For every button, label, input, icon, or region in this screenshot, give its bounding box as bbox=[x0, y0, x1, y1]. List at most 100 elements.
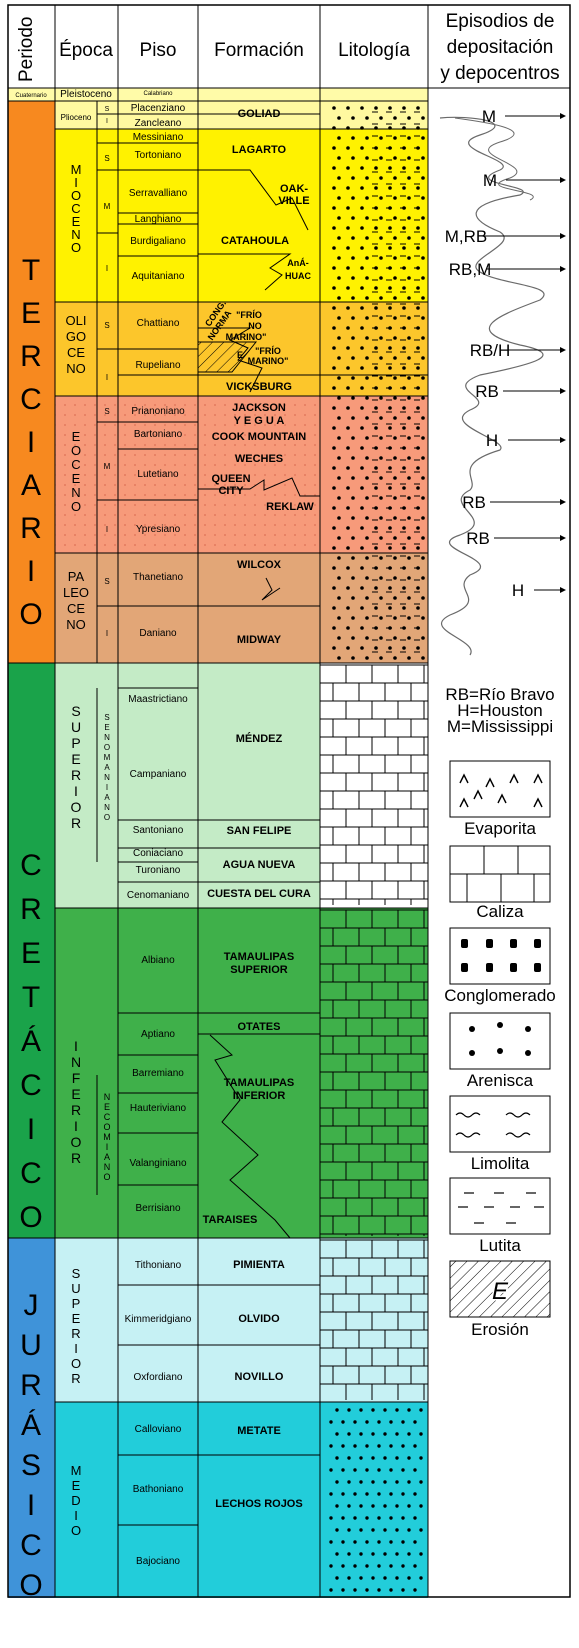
sand-grain bbox=[338, 397, 341, 400]
red-bed-grain bbox=[420, 1457, 422, 1459]
formation-label: VICKSBURG bbox=[226, 381, 292, 393]
legend-arenisca-label: Arenisca bbox=[467, 1071, 534, 1090]
formation-label: LAGARTO bbox=[232, 144, 287, 156]
subepoch-s: S bbox=[105, 106, 110, 113]
red-bed-grain bbox=[366, 1589, 368, 1591]
sand-grain bbox=[408, 137, 411, 140]
sand-grain bbox=[389, 527, 392, 530]
subepoch-s: S bbox=[104, 154, 109, 163]
epoch-jur-medio-char: M bbox=[71, 1463, 82, 1478]
stratigraphic-column-diagram: Periodo Época Piso Formación Litología E… bbox=[0, 0, 579, 1598]
sand-grain bbox=[380, 177, 383, 180]
subepoch-senomaniano-char: M bbox=[104, 753, 111, 762]
piso-label: Tortoniano bbox=[135, 150, 182, 161]
legend-lutita-label: Lutita bbox=[479, 1236, 521, 1255]
epoch-cret-inferior-char: F bbox=[72, 1070, 81, 1086]
epoch-paleoceno-3: CE bbox=[67, 601, 85, 616]
sand-grain bbox=[347, 327, 350, 330]
red-bed-grain bbox=[378, 1589, 380, 1591]
sand-grain bbox=[417, 527, 420, 530]
red-bed-grain bbox=[348, 1505, 350, 1507]
sand-grain bbox=[403, 647, 406, 650]
red-bed-grain bbox=[360, 1433, 362, 1435]
sand-grain bbox=[408, 417, 411, 420]
epoch-jur-superior-char: R bbox=[71, 1326, 80, 1341]
sand-grain bbox=[375, 247, 378, 250]
sand-grain bbox=[422, 357, 425, 360]
sand-grain bbox=[394, 257, 397, 260]
sand-grain bbox=[422, 437, 425, 440]
sand-grain bbox=[394, 537, 397, 540]
sand-grain bbox=[366, 337, 369, 340]
red-bed-grain bbox=[348, 1409, 350, 1411]
sand-grain bbox=[338, 557, 341, 560]
subepoch-i: I bbox=[106, 373, 108, 382]
sand-grain bbox=[361, 527, 364, 530]
arrow-head-icon bbox=[560, 233, 566, 239]
red-bed-grain bbox=[354, 1565, 356, 1567]
epoch-mioceno-char: O bbox=[71, 240, 81, 255]
formation-label: E bbox=[237, 350, 243, 360]
sand-grain bbox=[352, 457, 355, 460]
sand-grain bbox=[338, 317, 341, 320]
sand-grain bbox=[408, 577, 411, 580]
sand-grain bbox=[361, 487, 364, 490]
piso-label: Valanginiano bbox=[129, 1158, 187, 1169]
header-episodios-1: Episodios de bbox=[446, 11, 555, 32]
red-bed-grain bbox=[360, 1529, 362, 1531]
period-terciario-char: R bbox=[20, 512, 42, 545]
formation-label: "FRÍO bbox=[255, 346, 281, 356]
sand-grain bbox=[347, 107, 350, 110]
sand-grain bbox=[352, 517, 355, 520]
sand-grain bbox=[375, 307, 378, 310]
sand-grain bbox=[333, 467, 336, 470]
sand-grain bbox=[366, 477, 369, 480]
red-bed-grain bbox=[336, 1577, 338, 1579]
sand-grain bbox=[338, 157, 341, 160]
sand-grain bbox=[366, 297, 369, 300]
formation-label: TARAISES bbox=[203, 1214, 258, 1226]
red-bed-grain bbox=[402, 1421, 404, 1423]
sand-grain bbox=[394, 177, 397, 180]
sand-grain bbox=[338, 257, 341, 260]
formation-label: VILLE bbox=[278, 195, 309, 207]
legend-conglomerado-label: Conglomerado bbox=[444, 986, 556, 1005]
sand-grain bbox=[394, 237, 397, 240]
sand-grain bbox=[422, 317, 425, 320]
piso-label: Bartoniano bbox=[134, 429, 183, 440]
piso-label: Hauteriviano bbox=[130, 1103, 187, 1114]
sand-grain bbox=[333, 587, 336, 590]
sand-grain bbox=[361, 447, 364, 450]
sand-grain bbox=[347, 587, 350, 590]
sand-grain bbox=[417, 467, 420, 470]
red-bed-grain bbox=[366, 1565, 368, 1567]
sand-grain bbox=[380, 517, 383, 520]
epoch-jur-superior-char: S bbox=[72, 1266, 81, 1281]
sand-grain bbox=[422, 257, 425, 260]
sand-grain bbox=[408, 297, 411, 300]
sand-grain bbox=[380, 237, 383, 240]
legend-erosion-mark: E bbox=[492, 1278, 509, 1305]
sand-grain bbox=[408, 317, 411, 320]
period-cretacico-char: R bbox=[20, 893, 42, 926]
legend-limolita-label: Limolita bbox=[471, 1154, 530, 1173]
piso-label: Kimmeridgiano bbox=[125, 1314, 192, 1325]
sand-grain bbox=[408, 217, 411, 220]
sand-grain bbox=[347, 127, 350, 130]
sand-grain bbox=[422, 477, 425, 480]
red-bed-grain bbox=[384, 1433, 386, 1435]
sand-grain bbox=[347, 187, 350, 190]
red-bed-grain bbox=[402, 1469, 404, 1471]
formation-label: QUEEN bbox=[211, 473, 250, 485]
sand-grain bbox=[403, 187, 406, 190]
red-bed-grain bbox=[348, 1529, 350, 1531]
red-bed-grain bbox=[414, 1493, 416, 1495]
epoch-oligoceno-1: OLI bbox=[66, 313, 87, 328]
sand-grain bbox=[347, 367, 350, 370]
period-jurasico-char: U bbox=[20, 1329, 42, 1362]
epoch-cret-superior-char: S bbox=[71, 703, 80, 719]
red-bed-grain bbox=[414, 1565, 416, 1567]
sand-grain bbox=[389, 167, 392, 170]
sand-grain bbox=[403, 587, 406, 590]
red-bed-grain bbox=[360, 1505, 362, 1507]
